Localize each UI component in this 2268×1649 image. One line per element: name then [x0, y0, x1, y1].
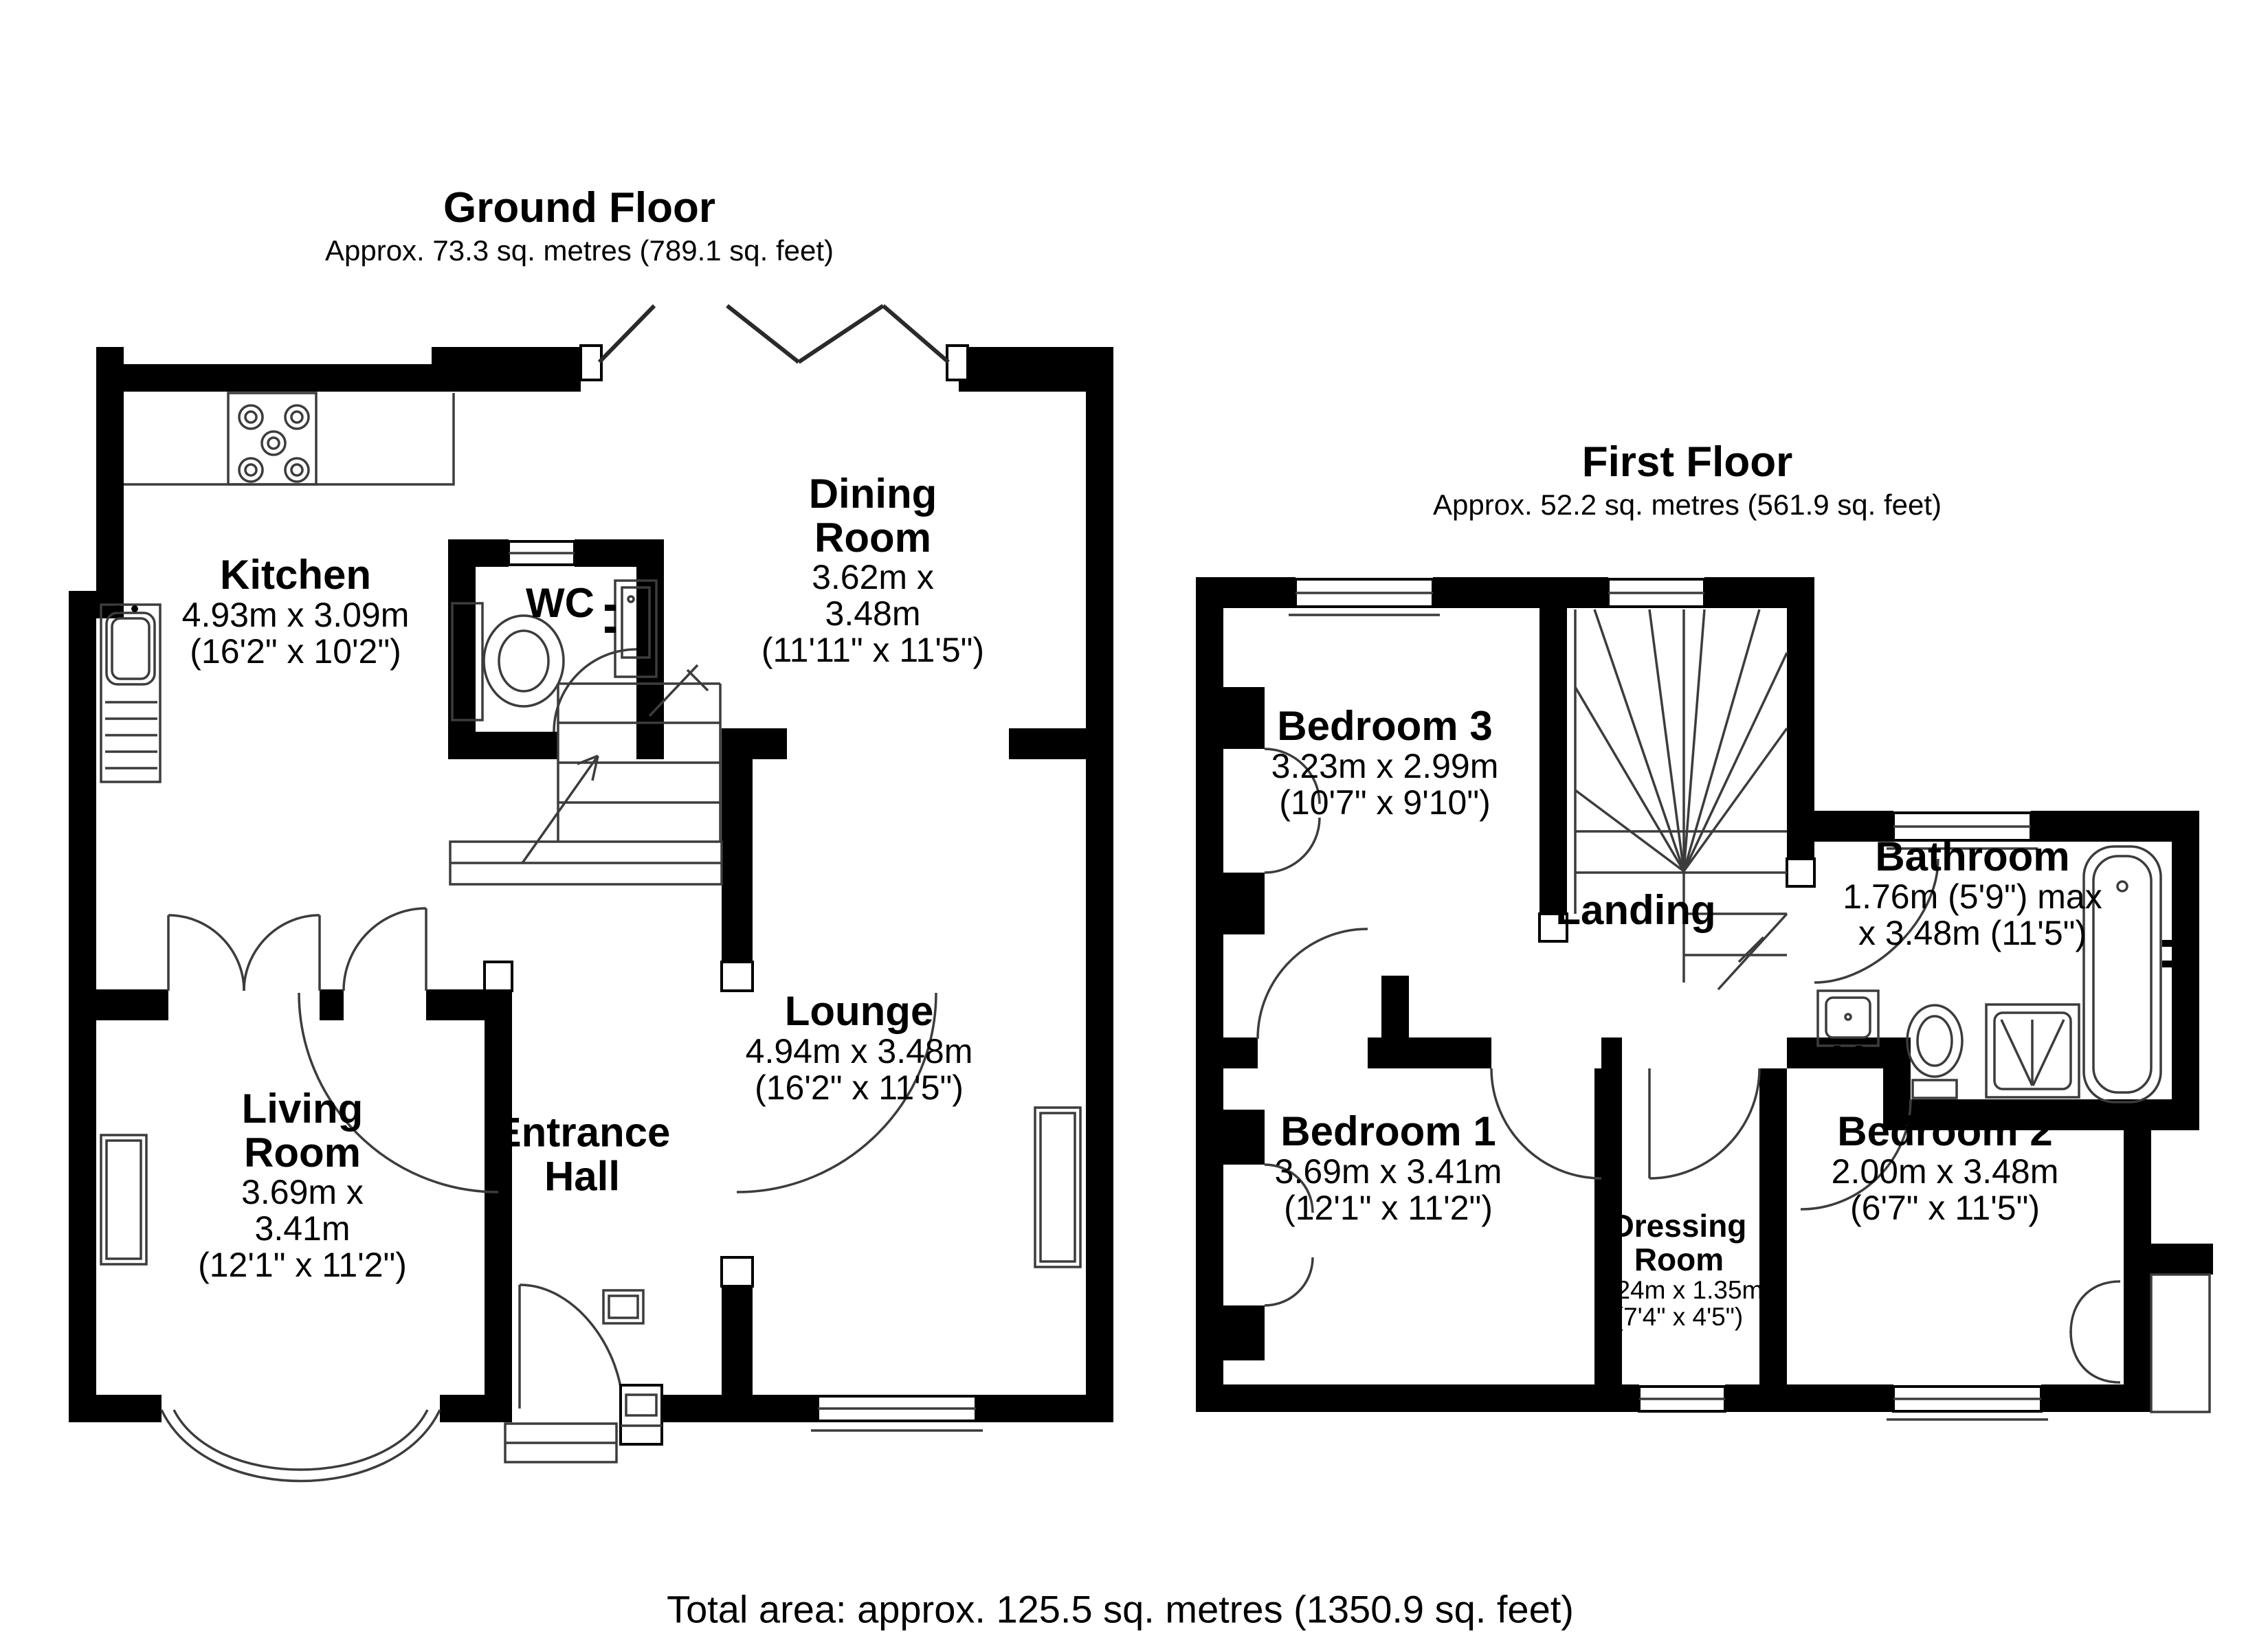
ground-floor-walls — [69, 347, 1113, 1422]
room-label-bedroom1: Bedroom 1 3.69m x 3.41m (12'1" x 11'2") — [1274, 1108, 1502, 1227]
radiator-icon — [100, 1134, 148, 1266]
bath-icon — [2082, 845, 2175, 1103]
first-floor-title: First Floor Approx. 52.2 sq. metres (561… — [1433, 438, 1942, 524]
room-label-living: Living Room 3.69m x 3.41m (12'1" x 11'2"… — [198, 1085, 407, 1285]
bedroom3-window-icon — [1289, 578, 1440, 616]
porch-step-icon — [504, 1422, 618, 1463]
floor-subtitle-text: Approx. 52.2 sq. metres (561.9 sq. feet) — [1432, 489, 1942, 521]
room-label-bedroom2: Bedroom 2 2.00m x 3.48m (6'7" x 11'5") — [1831, 1108, 2059, 1227]
ground-stairs-icon — [449, 682, 723, 886]
wc-basin-icon — [605, 579, 658, 678]
wardrobe-doors-icon — [2069, 1273, 2211, 1413]
dining-french-doors-icon — [597, 304, 950, 364]
room-label-kitchen: Kitchen 4.93m x 3.09m (16'2" x 10'2") — [181, 552, 410, 671]
radiator-icon — [1034, 1106, 1082, 1268]
shower-icon — [1985, 1003, 2080, 1099]
bathroom-toilet-icon — [1906, 1004, 1964, 1099]
radiator-icon — [602, 1289, 645, 1325]
first-stairs-icon — [1574, 609, 1788, 991]
room-label-dressing: Dressing Room 2.24m x 1.35m (7'4" x 4'5"… — [1594, 1208, 1764, 1331]
room-label-dining: Dining Room 3.62m x 3.48m (11'11" x 11'5… — [761, 470, 985, 670]
kitchen-sink-icon — [100, 603, 162, 783]
bedroom2-window-icon — [1887, 1385, 2048, 1421]
first-floor-plan — [1196, 577, 2213, 1421]
lounge-window-icon — [811, 1395, 983, 1432]
stairs-window-icon — [1607, 578, 1706, 608]
meter-box-icon — [619, 1384, 663, 1446]
ground-floor-plan — [69, 304, 1113, 1483]
bay-window-icon — [160, 1409, 441, 1483]
ground-windows — [160, 304, 983, 1483]
total-area-text: Total area: approx. 125.5 sq. metres (13… — [667, 1587, 1574, 1631]
first-windows — [1289, 578, 2048, 1421]
first-door-arcs — [1256, 748, 2211, 1413]
room-label-bedroom3: Bedroom 3 3.23m x 2.99m (10'7" x 9'10") — [1271, 703, 1499, 822]
bathroom-window-icon — [1887, 811, 2038, 850]
room-label-wc: WC — [526, 580, 594, 627]
room-label-entrance-hall: Entrance Hall — [493, 1109, 671, 1199]
dressing-window-icon — [1638, 1385, 1726, 1413]
wc-window-icon — [507, 540, 576, 566]
floor-subtitle-text: Approx. 73.3 sq. metres (789.1 sq. feet) — [324, 234, 834, 267]
ground-floor-title: Ground Floor Approx. 73.3 sq. metres (78… — [325, 183, 834, 270]
floor-title-text: First Floor — [1581, 438, 1793, 486]
hob-icon — [227, 392, 318, 486]
bathroom-basin-icon — [1816, 989, 1880, 1057]
floor-title-text: Ground Floor — [443, 184, 716, 232]
room-label-landing: Landing — [1555, 887, 1716, 934]
first-floor-walls — [1196, 577, 2213, 1412]
room-label-lounge: Lounge 4.94m x 3.48m (16'2" x 11'5") — [745, 988, 973, 1107]
room-label-bathroom: Bathroom 1.76m (5'9") max x 3.48m (11'5"… — [1843, 833, 2102, 952]
ground-door-posts — [483, 344, 969, 1288]
wc-toilet-icon — [451, 602, 565, 721]
